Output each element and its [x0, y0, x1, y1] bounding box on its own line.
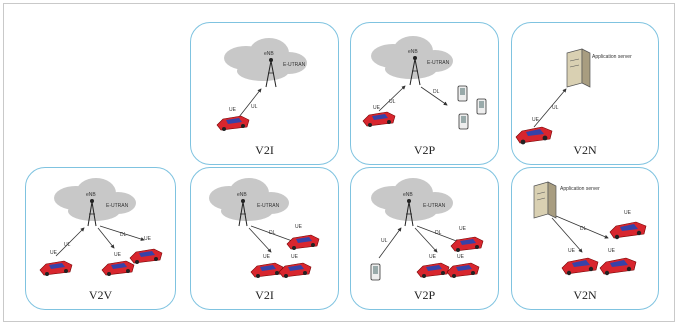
ue-label: UE — [144, 236, 152, 242]
cloud-label: E-UTRAN — [106, 203, 129, 209]
panel-label: V2I — [255, 143, 274, 157]
station-label: eNB — [408, 49, 418, 55]
antenna-tower-icon — [238, 199, 248, 227]
server-label: Application server — [560, 186, 600, 192]
link-label-2: DL — [435, 230, 442, 236]
phone-icon — [457, 85, 468, 102]
car-icon — [609, 221, 647, 240]
ue-label: UE — [373, 105, 381, 111]
cloud-label: E-UTRAN — [283, 62, 306, 68]
server-label: Application server — [592, 54, 632, 60]
ue-label: UE — [608, 248, 616, 254]
link-label: UL — [251, 104, 258, 110]
ue-label: UE — [50, 250, 58, 256]
panel-label: V2I — [255, 288, 274, 302]
car-icon — [250, 262, 284, 278]
link-label-2: DL — [433, 89, 440, 95]
panel-v2n-top: Application server UL UE V2N — [511, 22, 659, 165]
station-label: eNB — [237, 192, 247, 198]
car-icon — [362, 111, 396, 127]
phone-icon — [458, 113, 469, 130]
ue-label: UE — [459, 226, 467, 232]
panel-v2v: eNB E-UTRAN UL DL UE UE UE — [25, 167, 176, 310]
car-icon — [561, 257, 599, 276]
phone-icon — [476, 98, 487, 115]
cloud-label: E-UTRAN — [257, 203, 280, 209]
link-label-2: DL — [120, 232, 127, 238]
link-label: DL — [269, 230, 276, 236]
car-icon — [416, 262, 450, 278]
station-label: eNB — [403, 192, 413, 198]
cloud-icon — [371, 178, 453, 221]
station-label: eNB — [86, 192, 96, 198]
cloud-label: E-UTRAN — [423, 203, 446, 209]
panel-label: V2P — [413, 143, 436, 157]
car-icon — [446, 262, 480, 278]
panel-v2p-bottom: eNB E-UTRAN UL DL UE UE UE — [350, 167, 499, 310]
antenna-tower-icon — [409, 56, 421, 86]
panel-v2p-top: eNB E-UTRAN UL DL UE — [350, 22, 499, 165]
panel-label: V2P — [413, 288, 436, 302]
cloud-icon — [224, 38, 307, 81]
car-icon — [515, 126, 553, 145]
car-icon — [278, 262, 312, 278]
panel-label: V2N — [573, 143, 597, 157]
car-icon — [286, 234, 320, 250]
panel-label: V2N — [573, 288, 597, 302]
link-label: UL — [389, 99, 396, 105]
car-icon — [39, 260, 73, 276]
ue-label: UE — [263, 254, 271, 260]
server-icon — [566, 48, 591, 88]
car-icon — [450, 236, 484, 252]
ue-label: UE — [229, 107, 237, 113]
cloud-icon — [209, 178, 289, 221]
link-label: UL — [64, 242, 71, 248]
panel-v2n-bottom: Application server DL UE UE UE — [511, 167, 659, 310]
car-icon — [599, 257, 637, 276]
ue-label: UE — [295, 224, 303, 230]
link-label: DL — [580, 226, 587, 232]
ue-label: UE — [429, 254, 437, 260]
cloud-icon — [371, 36, 453, 79]
car-icon — [101, 260, 135, 276]
panel-v2i-top: eNB E-UTRAN UL UE V2I — [190, 22, 339, 165]
ue-label: UE — [568, 248, 576, 254]
station-label: eNB — [264, 51, 274, 57]
server-icon — [533, 181, 557, 219]
car-icon — [216, 115, 250, 131]
link-label: UL — [552, 105, 559, 111]
panel-v2i-bottom: eNB E-UTRAN DL UE UE UE — [190, 167, 339, 310]
cloud-icon — [54, 178, 136, 221]
ue-label: UE — [624, 210, 632, 216]
panel-label: V2V — [88, 288, 113, 302]
car-icon — [129, 248, 163, 264]
ue-label: UE — [114, 252, 122, 258]
ue-label: UE — [532, 117, 540, 123]
figure-frame: eNB E-UTRAN UL UE V2I — [3, 3, 675, 322]
antenna-tower-icon — [265, 58, 277, 88]
link-label: UL — [381, 238, 388, 244]
cloud-label: E-UTRAN — [427, 60, 450, 66]
ue-label: UE — [291, 254, 299, 260]
antenna-tower-icon — [404, 199, 414, 227]
antenna-tower-icon — [87, 199, 97, 227]
ue-label: UE — [457, 254, 465, 260]
phone-icon — [370, 263, 381, 281]
